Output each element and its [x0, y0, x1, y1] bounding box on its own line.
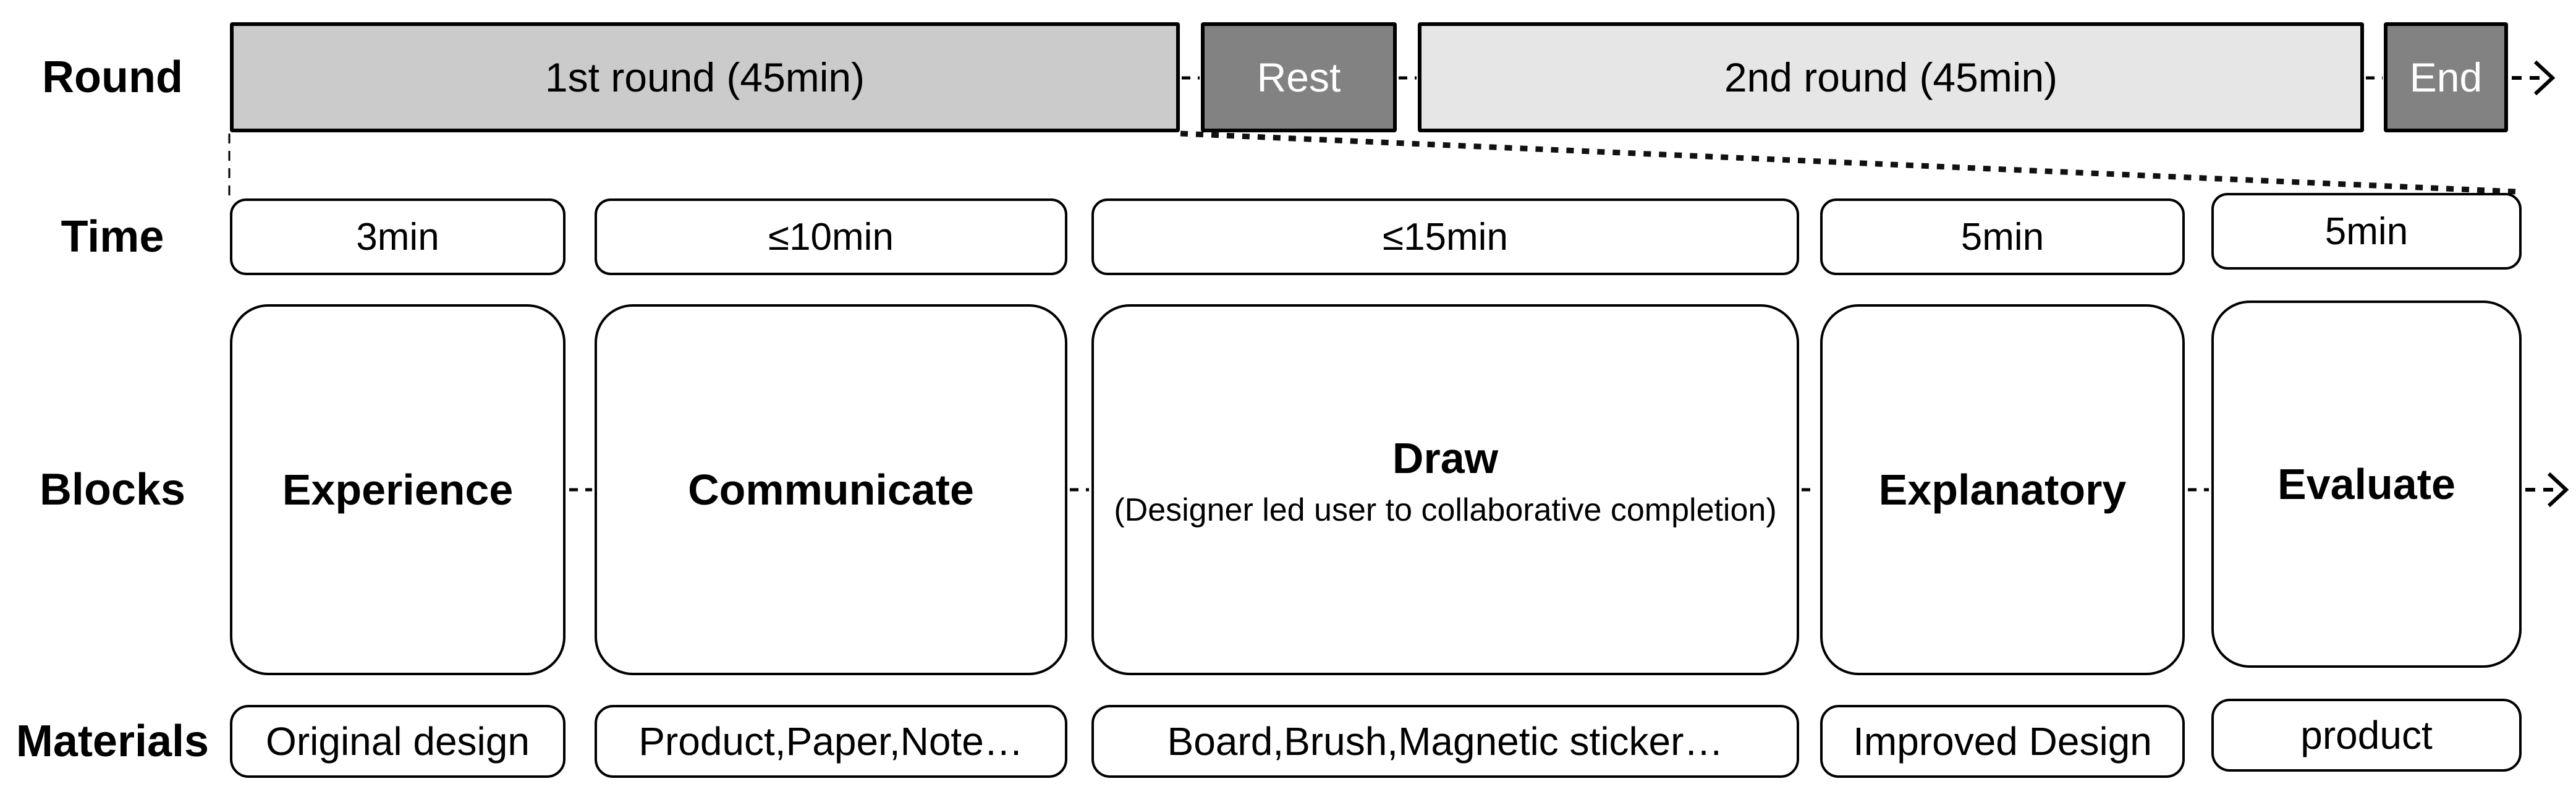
- block-draw-content: Draw (Designer led user to collaborative…: [1114, 433, 1776, 529]
- block-draw-subtitle: (Designer led user to collaborative comp…: [1114, 492, 1777, 528]
- time-box-evaluate: 5min: [2211, 193, 2522, 270]
- first-round-box: 1st round (45min): [230, 22, 1180, 132]
- material-improved-design: Improved Design: [1820, 705, 2185, 778]
- end-box: End: [2384, 22, 2508, 132]
- block-explanatory: Explanatory: [1820, 304, 2185, 675]
- materials-row-label: Materials: [15, 717, 210, 766]
- round-end-arrow-head: [2533, 60, 2556, 96]
- rest-box: Rest: [1201, 22, 1397, 132]
- blocks-end-arrow-head: [2547, 472, 2569, 508]
- time-box-draw: ≤15min: [1091, 198, 1799, 275]
- expansion-line-diagonal: [1180, 130, 2517, 195]
- material-board-brush-sticker: Board,Brush,Magnetic sticker…: [1091, 705, 1799, 778]
- block-draw: Draw (Designer led user to collaborative…: [1091, 304, 1799, 675]
- second-round-box: 2nd round (45min): [1418, 22, 2364, 132]
- time-box-communicate: ≤10min: [595, 198, 1067, 275]
- material-product: product: [2211, 699, 2522, 772]
- round-row-label: Round: [42, 53, 183, 102]
- block-communicate: Communicate: [595, 304, 1067, 675]
- block-draw-title: Draw: [1392, 434, 1499, 482]
- material-original-design: Original design: [230, 705, 566, 778]
- time-box-experience: 3min: [230, 198, 566, 275]
- material-product-paper-note: Product,Paper,Note…: [595, 705, 1067, 778]
- block-experience: Experience: [230, 304, 566, 675]
- time-box-explanatory: 5min: [1820, 198, 2185, 275]
- block-evaluate: Evaluate: [2211, 301, 2522, 668]
- blocks-row-label: Blocks: [39, 465, 186, 514]
- time-row-label: Time: [61, 212, 164, 262]
